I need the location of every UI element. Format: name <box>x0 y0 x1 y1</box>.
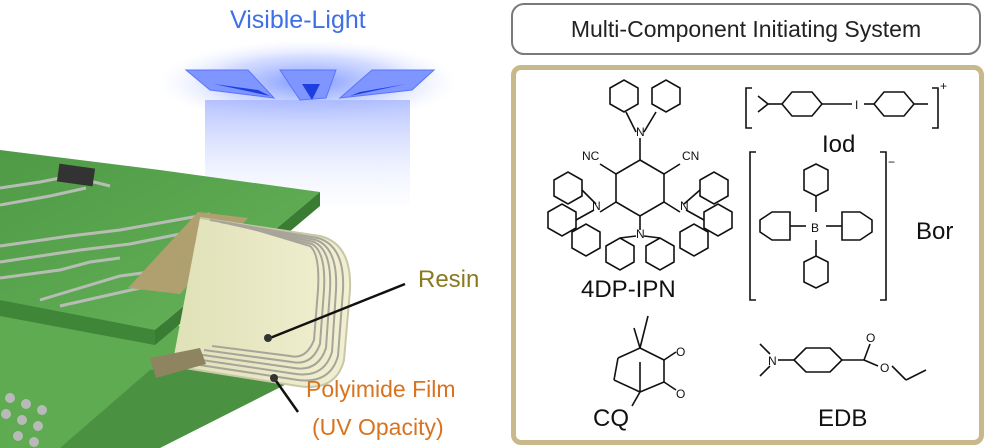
edb-label: EDB <box>818 405 868 432</box>
initiating-system-title: Multi-Component Initiating System <box>511 3 981 55</box>
film-leader-line <box>272 377 300 413</box>
bor-label: Bor <box>916 218 954 245</box>
cq-label: CQ <box>593 405 629 432</box>
resin-leader-line <box>269 282 406 340</box>
uv-opacity-label: (UV Opacity) <box>312 414 444 440</box>
wrapped-polyimide-film <box>150 217 352 388</box>
iod-label: Iod <box>822 131 856 158</box>
resin-label: Resin <box>418 266 480 293</box>
visible-light-label: Visible-Light <box>230 6 366 34</box>
pcb-scene-illustration <box>0 40 458 448</box>
chemical-structures-panel <box>511 65 984 445</box>
light-source-lamps <box>184 69 436 101</box>
film-leader-dot <box>270 374 278 382</box>
polyimide-film-label: Polyimide Film <box>306 376 456 402</box>
4dp-ipn-label: 4DP-IPN <box>581 276 676 303</box>
resin-leader-dot <box>264 334 272 342</box>
